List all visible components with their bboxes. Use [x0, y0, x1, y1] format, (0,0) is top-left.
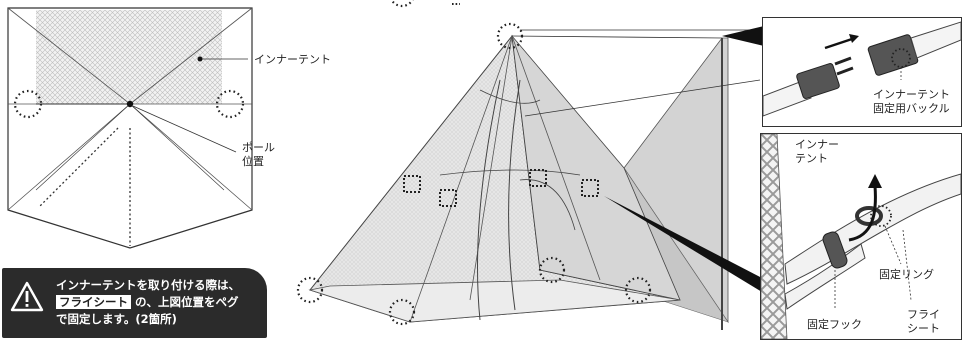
peg-point-marker	[296, 276, 324, 304]
buckle-detail-inset: インナーテント 固定用バックル	[762, 17, 962, 127]
pole-label-line1: ポール	[242, 141, 275, 154]
fixing-ring	[855, 206, 883, 226]
inset-inner-label-line2: テント	[795, 152, 828, 165]
callout-connector-bottom	[604, 196, 762, 292]
peg-point-marker	[215, 89, 245, 119]
peg-point-marker	[624, 276, 652, 304]
peg-point-marker	[13, 89, 43, 119]
warning-text: インナーテントを取り付ける際は、 フライシート の、上図位置をペグ で固定します…	[56, 277, 240, 328]
buckle-male	[796, 63, 840, 99]
tent-3d-view	[296, 22, 764, 330]
fly-label-line1: フライ	[907, 308, 940, 321]
inner-tent-area	[36, 10, 222, 104]
fly-sheet-highlight: フライシート	[56, 295, 131, 309]
fixing-hook	[822, 231, 848, 269]
fixing-hook-label: 固定フック	[807, 318, 862, 331]
fly-label-line2: シート	[907, 322, 940, 335]
hook-ring-drawing	[761, 134, 961, 339]
floor-plan	[7, 7, 253, 249]
peg-point-marker	[538, 256, 566, 284]
peg-point-marker	[388, 298, 416, 326]
warning-line1: インナーテントを取り付ける際は、	[56, 278, 240, 292]
floor-outline	[7, 7, 253, 249]
warning-line3: で固定します。(2箇所)	[56, 312, 177, 326]
warning-line2: フライシート の、上図位置をペグ	[56, 294, 240, 311]
buckle-female	[867, 34, 919, 76]
inner-tent-mesh-edge	[761, 134, 788, 339]
warning-box: インナーテントを取り付ける際は、 フライシート の、上図位置をペグ で固定します…	[2, 268, 267, 338]
inner-tent-label: インナーテント	[254, 53, 331, 66]
pole-position-dot	[126, 100, 134, 108]
inner-tent-floor	[308, 279, 681, 323]
up-arrow-icon	[868, 174, 882, 188]
fly-strap	[784, 173, 961, 285]
fixing-ring-label: 固定リング	[879, 268, 934, 281]
buckle-drawing	[763, 21, 961, 117]
warning-line2-rest: の、上図位置をペグ	[135, 295, 239, 309]
leader-line-pole	[132, 105, 237, 153]
arrow-icon	[849, 34, 859, 43]
buckle-label-line1: インナーテント	[873, 88, 950, 101]
warning-triangle-icon	[10, 281, 44, 312]
peg-point-marker	[496, 22, 524, 50]
hook-ring-detail-inset: インナー テント 固定リング 固定フック フライ シート	[760, 133, 962, 340]
callout-connector-top	[722, 26, 764, 46]
buckle-label-line2: 固定用バックル	[873, 102, 950, 115]
inset-inner-label-line1: インナー	[795, 138, 839, 151]
pole-label-line2: 位置	[242, 155, 264, 168]
